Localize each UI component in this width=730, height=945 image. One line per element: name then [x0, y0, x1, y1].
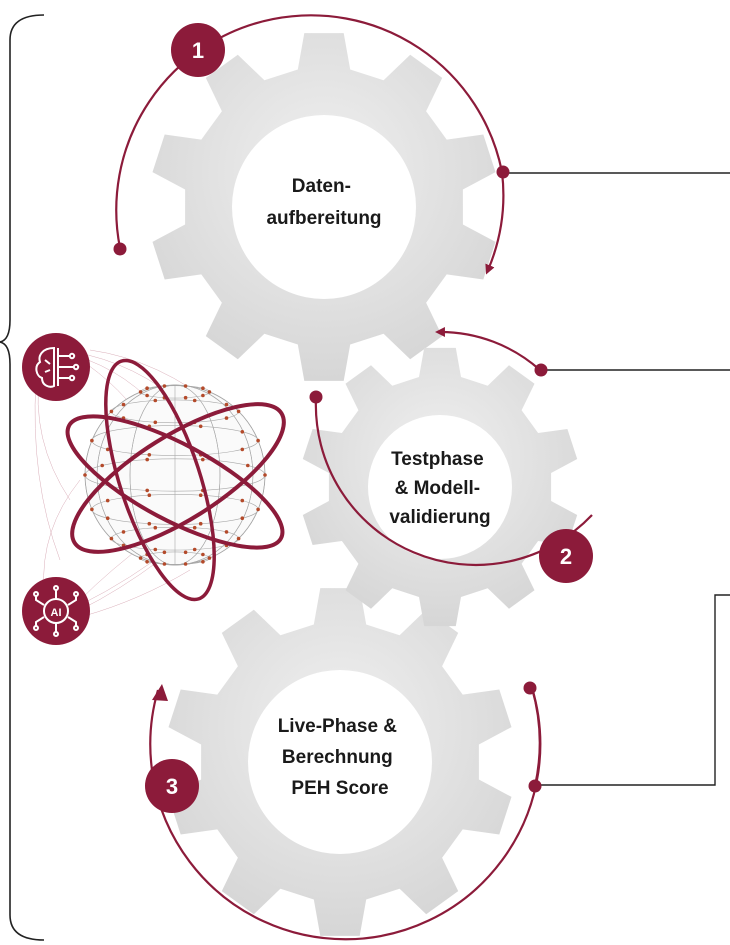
- arc-dot: [523, 681, 537, 695]
- step-badge-2: 2: [539, 529, 593, 583]
- globe-node: [105, 498, 110, 503]
- arc-step-1: [115, 14, 504, 249]
- globe-node: [201, 457, 205, 462]
- globe-node: [90, 507, 94, 512]
- svg-text:AI: AI: [51, 607, 62, 619]
- globe-node: [198, 521, 203, 526]
- step-badge-3: 3: [145, 759, 199, 813]
- globe-node: [90, 438, 94, 443]
- step-1-label: Daten- aufbereitung: [266, 176, 381, 229]
- arc-dot: [496, 165, 510, 179]
- globe-node: [100, 463, 104, 468]
- globe-node: [246, 463, 250, 468]
- globe-node: [256, 507, 260, 512]
- globe-node: [183, 384, 188, 388]
- globe-node: [192, 525, 197, 530]
- globe-node: [236, 409, 241, 414]
- gear-step-2: [302, 347, 578, 627]
- globe-node: [207, 390, 212, 394]
- svg-text:2: 2: [560, 544, 572, 569]
- arc-dot: [528, 779, 542, 793]
- globe-node: [153, 398, 158, 403]
- arc-dot: [113, 242, 127, 256]
- globe-node: [153, 420, 158, 425]
- globe-node: [145, 457, 149, 462]
- arc-dots: [113, 165, 548, 793]
- globe-node: [207, 556, 212, 560]
- left-bracket: [0, 14, 45, 941]
- arc-step-2-top: [435, 327, 541, 371]
- globe-node: [224, 402, 229, 407]
- globe-node: [240, 498, 245, 503]
- gear-center: [368, 415, 512, 559]
- gear-center: [248, 670, 432, 854]
- globe-node: [183, 550, 188, 555]
- globe-node: [105, 516, 110, 520]
- globe-node: [121, 402, 126, 407]
- globe-node: [162, 550, 167, 555]
- globe-node: [147, 453, 152, 457]
- wireframe-globe-icon: [65, 358, 286, 602]
- ai-chip-icon: AI: [22, 577, 90, 645]
- globe-node: [83, 473, 87, 477]
- globe-node: [224, 416, 229, 420]
- globe-node: [198, 493, 203, 498]
- globe-node: [192, 398, 197, 403]
- globe-node: [145, 386, 149, 391]
- globe-node: [183, 562, 188, 566]
- globe-node: [201, 552, 205, 557]
- globe-node: [201, 386, 205, 391]
- svg-text:1: 1: [192, 38, 204, 63]
- globe-node: [121, 530, 126, 534]
- arc-arrowhead-3: [152, 684, 168, 701]
- globe-node: [183, 395, 188, 400]
- gear-center: [232, 115, 416, 299]
- globe-node: [162, 562, 167, 566]
- globe-node: [236, 536, 241, 541]
- globe-node: [198, 424, 203, 429]
- globe-node: [145, 560, 149, 564]
- globe-node: [224, 530, 229, 534]
- globe-node: [240, 430, 245, 434]
- globe-node: [263, 473, 267, 477]
- svg-text:3: 3: [166, 774, 178, 799]
- globe-node: [138, 556, 143, 560]
- globe-node: [192, 547, 197, 552]
- globe-node: [153, 525, 158, 530]
- brain-circuit-icon: [22, 333, 90, 401]
- globe-node: [201, 560, 205, 564]
- globe-node: [109, 536, 114, 541]
- globe-node: [147, 493, 152, 498]
- globe-node: [162, 384, 167, 388]
- gear-step-1: [152, 33, 496, 381]
- globe-node: [105, 447, 110, 452]
- globe-node: [201, 393, 205, 398]
- globe-node: [147, 521, 152, 526]
- globe-node: [153, 547, 158, 552]
- globe-node: [240, 447, 245, 452]
- globe-node: [145, 393, 149, 398]
- globe-node: [240, 516, 245, 520]
- arc-step-3-right: [530, 687, 541, 787]
- right-connectors: [505, 172, 730, 786]
- step-badge-1: 1: [171, 23, 225, 77]
- step-2-label: Testphase & Modell- validierung: [389, 449, 490, 528]
- globe-node: [109, 409, 114, 414]
- step-3-label: Live-Phase & Berechnung PEH Score: [278, 716, 403, 799]
- arc-dot: [534, 363, 548, 377]
- gear-step-3: [168, 588, 512, 936]
- globe-node: [145, 488, 149, 493]
- arc-dot: [309, 390, 323, 404]
- globe-node: [256, 438, 260, 443]
- arc-step-1-to-2: [485, 171, 505, 275]
- globe-node: [138, 390, 143, 394]
